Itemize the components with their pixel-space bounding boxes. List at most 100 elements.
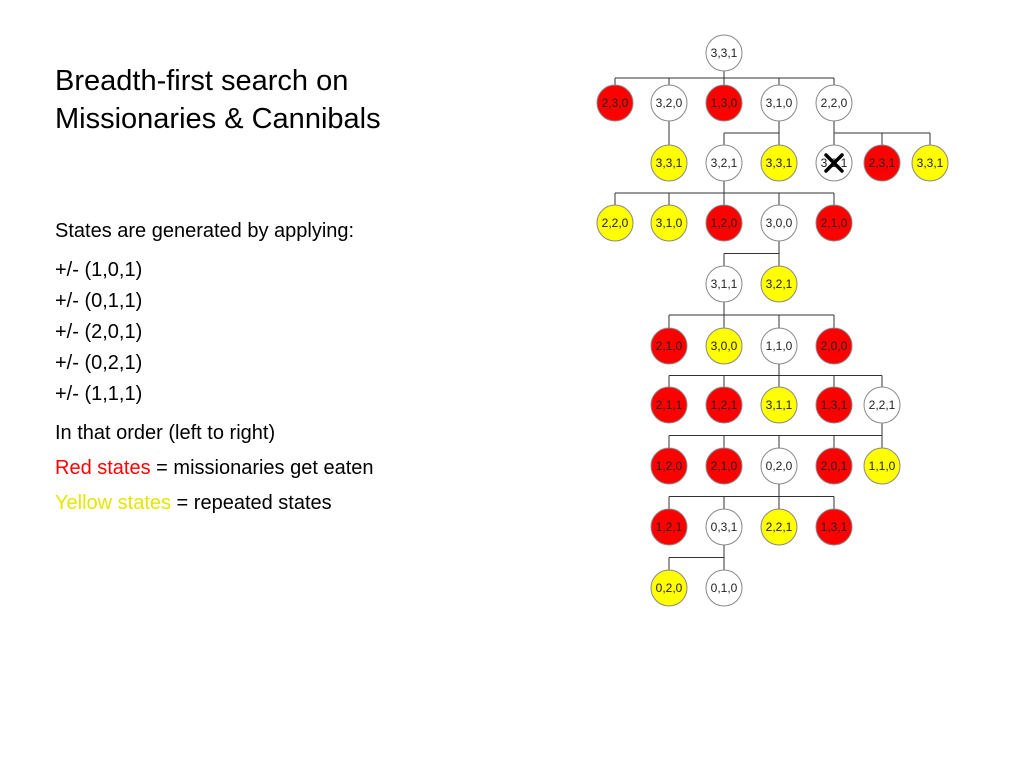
state-node-circle: [760, 386, 798, 424]
state-node-yellow: 2,2,1: [760, 508, 798, 546]
state-node-circle: [650, 386, 688, 424]
state-node-label: 1,3,1: [821, 520, 848, 534]
state-node-red: 1,2,1: [705, 386, 743, 424]
state-node-label: 0,2,0: [766, 459, 793, 473]
state-node-yellow: 3,2,1: [760, 265, 798, 303]
state-node-circle: [760, 508, 798, 546]
state-node-circle: [815, 204, 853, 242]
state-node-circle: [705, 84, 743, 122]
state-node-red: 2,1,0: [705, 447, 743, 485]
red-legend-label: Red states: [55, 457, 151, 479]
state-node-label: 2,1,0: [711, 459, 738, 473]
state-node-label: 1,2,0: [711, 216, 738, 230]
slide-title-line-1: Breadth-first search on: [55, 65, 349, 97]
state-node-label: 0,2,0: [656, 581, 683, 595]
operator-item: +/- (2,0,1): [55, 321, 143, 343]
state-node-circle: [760, 84, 798, 122]
state-node-yellow: 3,3,1: [760, 144, 798, 182]
state-node-label: 2,0,1: [821, 459, 848, 473]
state-node-yellow: 3,1,0: [650, 204, 688, 242]
yellow-legend: Yellow states = repeated states: [55, 492, 374, 515]
red-legend: Red states = missionaries get eaten: [55, 457, 374, 480]
state-node-white: 3,2,1: [815, 144, 853, 182]
operator-item: +/- (0,2,1): [55, 352, 143, 374]
order-text: In that order (left to right): [55, 422, 276, 444]
slide-title: Breadth-first search on Missionaries & C…: [55, 62, 381, 138]
state-node-circle: [705, 447, 743, 485]
state-node-red: 1,2,0: [705, 204, 743, 242]
slide-body: States are generated by applying: +/- (1…: [55, 220, 374, 527]
state-node-circle: [815, 84, 853, 122]
state-node-white: 3,1,1: [705, 265, 743, 303]
state-node-yellow: 3,3,1: [911, 144, 949, 182]
state-node-circle: [705, 327, 743, 365]
operator-item: +/- (1,1,1): [55, 383, 143, 405]
yellow-legend-label: Yellow states: [55, 492, 171, 514]
state-node-red: 2,3,1: [863, 144, 901, 182]
state-node-yellow: 3,0,0: [705, 327, 743, 365]
state-node-red: 2,1,1: [650, 386, 688, 424]
state-node-red: 2,0,0: [815, 327, 853, 365]
state-node-label: 0,3,1: [711, 520, 738, 534]
state-node-label: 3,3,1: [917, 156, 944, 170]
state-node-red: 1,3,1: [815, 386, 853, 424]
state-node-yellow: 2,2,0: [596, 204, 634, 242]
state-node-label: 1,3,1: [821, 398, 848, 412]
state-node-red: 1,2,1: [650, 508, 688, 546]
operator-item: +/- (0,1,1): [55, 290, 143, 312]
state-node-red: 2,3,0: [596, 84, 634, 122]
state-node-label: 1,3,0: [711, 96, 738, 110]
state-node-circle: [705, 34, 743, 72]
state-node-label: 2,2,1: [869, 398, 896, 412]
state-node-circle: [815, 508, 853, 546]
state-node-label: 3,0,0: [766, 216, 793, 230]
state-node-label: 3,1,0: [766, 96, 793, 110]
state-node-label: 3,2,1: [766, 277, 793, 291]
state-node-label: 1,2,1: [711, 398, 738, 412]
state-node-circle: [815, 386, 853, 424]
state-node-white: 0,2,0: [760, 447, 798, 485]
state-node-circle: [815, 327, 853, 365]
state-node-label: 2,2,0: [821, 96, 848, 110]
state-node-label: 2,3,0: [602, 96, 629, 110]
state-node-label: 2,2,0: [602, 216, 629, 230]
state-node-circle: [863, 144, 901, 182]
state-node-white: 3,3,1: [705, 34, 743, 72]
state-node-yellow: 0,2,0: [650, 569, 688, 607]
state-node-circle: [650, 327, 688, 365]
state-node-circle: [650, 569, 688, 607]
state-node-circle: [760, 204, 798, 242]
state-node-circle: [705, 508, 743, 546]
state-node-circle: [863, 386, 901, 424]
state-node-yellow: 3,1,1: [760, 386, 798, 424]
state-node-circle: [911, 144, 949, 182]
state-node-white: 0,3,1: [705, 508, 743, 546]
state-node-label: 2,2,1: [766, 520, 793, 534]
state-node-red: 1,3,0: [705, 84, 743, 122]
state-node-label: 3,1,0: [656, 216, 683, 230]
red-legend-description: = missionaries get eaten: [150, 457, 374, 479]
state-node-circle: [705, 386, 743, 424]
state-node-circle: [650, 144, 688, 182]
state-node-red: 1,2,0: [650, 447, 688, 485]
state-node-circle: [705, 204, 743, 242]
intro-text: States are generated by applying:: [55, 220, 355, 242]
state-node-circle: [815, 447, 853, 485]
state-node-circle: [760, 144, 798, 182]
state-node-label: 2,1,0: [821, 216, 848, 230]
state-node-label: 0,1,0: [711, 581, 738, 595]
state-node-label: 1,2,1: [656, 520, 683, 534]
state-node-label: 2,1,1: [656, 398, 683, 412]
state-node-label: 2,3,1: [869, 156, 896, 170]
state-node-circle: [863, 447, 901, 485]
state-node-white: 2,2,1: [863, 386, 901, 424]
state-node-label: 3,1,1: [766, 398, 793, 412]
cross-mark-icon: [824, 153, 844, 173]
yellow-legend-description: = repeated states: [171, 492, 332, 514]
state-node-white: 0,1,0: [705, 569, 743, 607]
state-node-white: 3,0,0: [760, 204, 798, 242]
state-node-label: 1,1,0: [869, 459, 896, 473]
state-node-yellow: 3,3,1: [650, 144, 688, 182]
state-node-circle: [650, 84, 688, 122]
state-node-label: 3,2,0: [656, 96, 683, 110]
